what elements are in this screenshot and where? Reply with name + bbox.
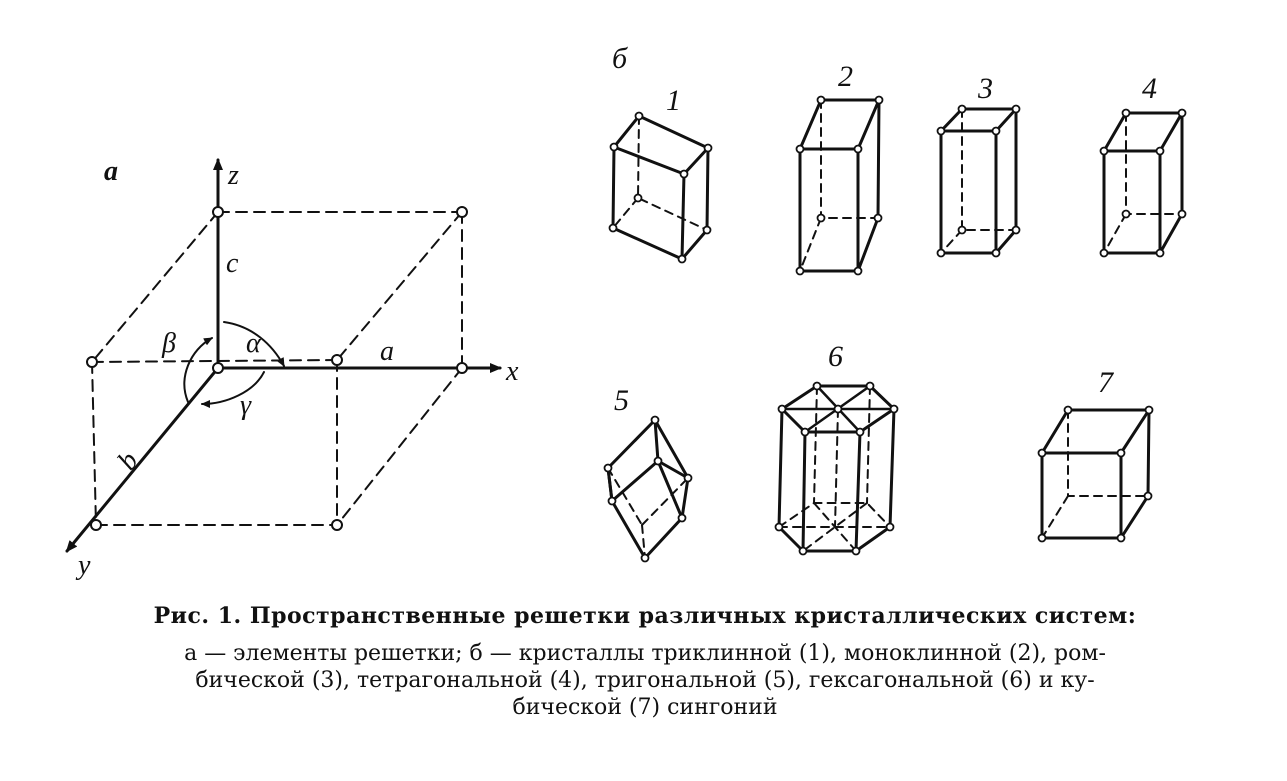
- crystal-number-3: 3: [977, 72, 993, 105]
- edge-c-label: c: [226, 248, 239, 279]
- crystal-number-5: 5: [614, 384, 629, 417]
- angle-alpha-label: α: [246, 328, 262, 359]
- crystal-6-hexagonal: [774, 381, 899, 556]
- crystal-4-tetragonal: [1099, 108, 1187, 258]
- panel-a-unit-cell: [65, 158, 502, 553]
- crystal-lattice-figure: а z x y c a b α β γ б 1 2 3 4 5 6 7: [65, 42, 1187, 581]
- crystal-number-2: 2: [838, 60, 853, 93]
- figure-caption-body: а — элементы решетки; б — кристаллы трик…: [40, 640, 1250, 721]
- figure-caption-title: Рис. 1. Пространственные решетки различн…: [153, 603, 1137, 629]
- panel-a-label: а: [104, 156, 118, 187]
- angle-beta-label: β: [161, 328, 176, 359]
- caption-line-1: а — элементы решетки; б — кристаллы трик…: [184, 641, 1106, 666]
- panel-a-labels: а z x y c a b α β γ: [75, 156, 519, 581]
- crystal-5-trigonal: [603, 415, 693, 563]
- crystal-1-triclinic: [608, 111, 713, 264]
- angle-gamma-label: γ: [240, 390, 252, 421]
- crystal-number-7: 7: [1098, 366, 1115, 399]
- axis-y-label: y: [75, 550, 91, 581]
- crystal-3-rhombic: [936, 104, 1021, 258]
- panel-b-labels: б 1 2 3 4 5 6 7: [612, 42, 1157, 417]
- edge-a-label: a: [380, 336, 394, 367]
- crystal-number-4: 4: [1142, 72, 1157, 105]
- crystal-number-1: 1: [666, 84, 681, 117]
- axis-x-label: x: [505, 356, 519, 387]
- panel-b-label: б: [612, 42, 628, 75]
- axis-z-label: z: [227, 160, 239, 191]
- crystal-number-6: 6: [828, 340, 843, 373]
- caption-line-3: бической (7) сингоний: [512, 695, 778, 720]
- caption-line-2: бической (3), тетрагональной (4), тригон…: [195, 668, 1095, 693]
- crystal-2-monoclinic: [795, 95, 884, 276]
- crystal-7-cubic: [1037, 405, 1154, 543]
